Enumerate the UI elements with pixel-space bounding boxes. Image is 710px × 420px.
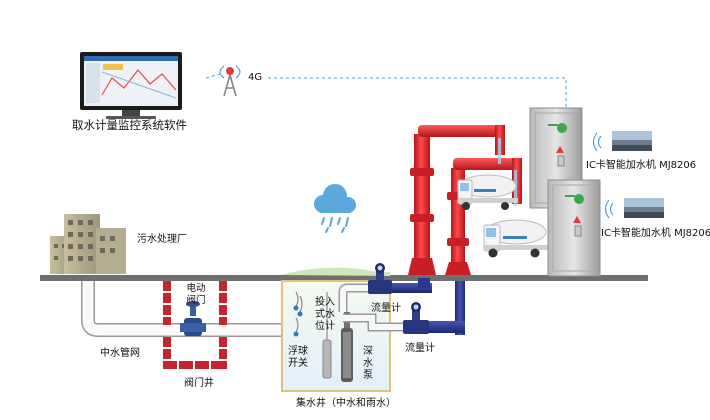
sewage-plant-label: 污水处理厂 — [137, 234, 187, 245]
antenna-icon — [219, 65, 241, 97]
ground-line — [40, 275, 648, 281]
float-switch-label: 浮球开关 — [288, 346, 308, 369]
deep-well-pump-label: 深水泵 — [363, 346, 373, 381]
red-supply-pipes — [408, 125, 522, 275]
input-level-meter-label: 投入式水位计 — [315, 297, 335, 332]
electric-valve-icon — [180, 301, 206, 336]
display-screen-icon — [624, 198, 664, 218]
flowmeter-top-icon — [368, 263, 392, 294]
water-truck-icon — [483, 219, 548, 258]
water-dispenser-cabinet — [547, 179, 601, 277]
water-truck-icon — [457, 174, 518, 210]
wireless-signal-icon — [593, 132, 602, 152]
flowmeter-bottom-label: 流量计 — [405, 343, 435, 354]
display-screen-icon — [612, 131, 652, 151]
flowmeter-top-label: 流量计 — [371, 303, 401, 314]
float-switch-icon — [293, 291, 303, 337]
collection-well — [280, 267, 391, 392]
level-meter-probe-icon — [322, 292, 332, 379]
network-link — [205, 73, 567, 108]
valve-well-walls — [163, 281, 227, 369]
electric-valve-label: 电动阀门 — [186, 283, 206, 306]
wireless-signal-icon — [605, 199, 614, 219]
dispenser-top-label: IC卡智能加水机 MJ8206 — [586, 160, 697, 171]
dispenser-bottom-label: IC卡智能加水机 MJ8206 — [601, 228, 710, 239]
pipe-network-label: 中水管网 — [100, 348, 140, 359]
valve-well-label: 阀门井 — [184, 378, 214, 389]
software-label: 取水计量监控系统软件 — [72, 118, 187, 132]
sewage-plant-icon — [50, 214, 126, 274]
rain-cloud-icon — [314, 184, 356, 233]
flowmeter-bottom-icon — [403, 302, 429, 334]
collection-well-label: 集水井（中水和雨水） — [296, 398, 396, 409]
monitor-icon — [80, 52, 182, 119]
network-label: 4G — [248, 72, 263, 83]
